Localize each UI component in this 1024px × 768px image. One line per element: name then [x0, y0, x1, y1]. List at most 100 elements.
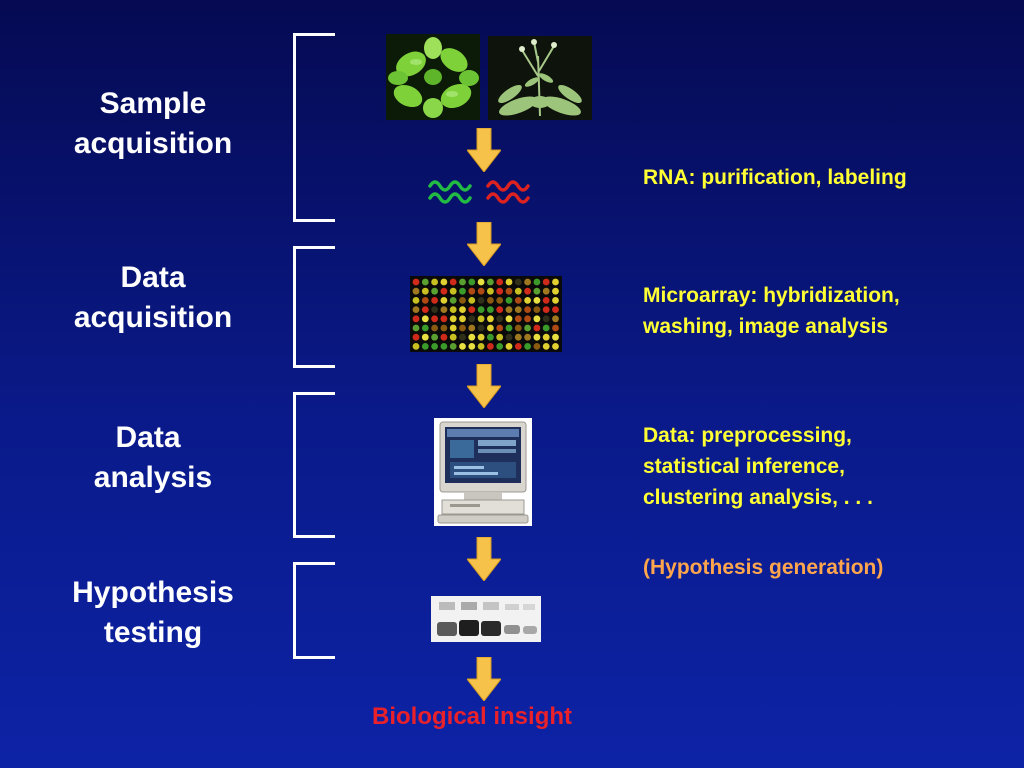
stage-line: Data [115, 421, 181, 454]
down-arrow-icon [467, 537, 501, 581]
microarray-spot [440, 315, 448, 323]
microarray-spot [468, 343, 476, 350]
note-line: RNA: purification, labeling [643, 166, 907, 189]
note-line: Data: preprocessing, [643, 424, 852, 447]
microarray-spot [542, 306, 550, 313]
microarray-spot [468, 287, 476, 295]
microarray-spot [477, 333, 485, 341]
microarray-spot [459, 343, 466, 350]
microarray-spot [487, 315, 494, 323]
microarray-spot [487, 297, 494, 304]
microarray-spot [514, 287, 522, 295]
microarray-spot [431, 333, 438, 341]
note-line: Microarray: hybridization, [643, 284, 900, 307]
microarray-spot [542, 315, 550, 323]
microarray-spot [440, 306, 448, 313]
microarray-spot [514, 278, 522, 286]
computer-workstation-image [434, 418, 532, 526]
microarray-spot [477, 343, 485, 350]
microarray-spot [459, 315, 466, 323]
stage-bracket-data-acquisition [293, 246, 335, 368]
microarray-spot [431, 287, 438, 295]
microarray-spot [524, 287, 531, 295]
rna-wave-icon [428, 180, 530, 204]
microarray-spot [505, 287, 513, 295]
microarray-spot [533, 287, 541, 295]
microarray-spot [505, 333, 513, 341]
microarray-spot [412, 333, 420, 341]
bolting-plant-photo [488, 36, 592, 120]
microarray-spot [542, 333, 550, 341]
microarray-spot [431, 315, 438, 323]
microarray-spot [468, 315, 476, 323]
microarray-spot [524, 278, 531, 286]
microarray-spot [524, 315, 531, 323]
microarray-spot [459, 278, 466, 286]
microarray-spot [505, 315, 513, 323]
microarray-spot [449, 306, 457, 313]
microarray-spot [505, 278, 513, 286]
note-line: washing, image analysis [643, 315, 889, 338]
microarray-spot [449, 315, 457, 323]
microarray-spot [421, 278, 429, 286]
microarray-spot [412, 315, 420, 323]
microarray-spot [533, 306, 541, 313]
stage-label-data-analysis: Data analysis [33, 418, 273, 498]
microarray-spot [487, 333, 494, 341]
note-hypothesis-generation: (Hypothesis generation) [643, 552, 883, 583]
microarray-spot [496, 333, 504, 341]
microarray-spot [449, 287, 457, 295]
microarray-spot [468, 333, 476, 341]
microarray-spot [524, 343, 531, 350]
note-microarray: Microarray: hybridization, washing, imag… [643, 280, 900, 342]
microarray-spot [487, 278, 494, 286]
microarray-spot [477, 297, 485, 304]
microarray-spot [412, 278, 420, 286]
microarray-spot [431, 297, 438, 304]
microarray-spot [412, 324, 420, 332]
microarray-spot [449, 297, 457, 304]
microarray-spot [514, 343, 522, 350]
microarray-spot [552, 287, 559, 295]
microarray-spot [468, 297, 476, 304]
microarray-spot [524, 306, 531, 313]
microarray-spot [533, 297, 541, 304]
microarray-spot [514, 297, 522, 304]
microarray-spot [514, 306, 522, 313]
microarray-spot [459, 287, 466, 295]
microarray-spot [505, 343, 513, 350]
microarray-spot [542, 343, 550, 350]
microarray-spot [505, 297, 513, 304]
microarray-spot [533, 315, 541, 323]
microarray-spot [459, 324, 466, 332]
microarray-spot [459, 333, 466, 341]
microarray-spot [552, 333, 559, 341]
microarray-spot [542, 278, 550, 286]
microarray-spot [505, 324, 513, 332]
microarray-spot [421, 287, 429, 295]
stage-line: Hypothesis [72, 576, 234, 609]
down-arrow-icon [467, 128, 501, 172]
microarray-spot [552, 306, 559, 313]
stage-line: analysis [93, 461, 213, 494]
microarray-spot [524, 297, 531, 304]
microarray-spot [421, 297, 429, 304]
plant-photo [386, 34, 480, 120]
microarray-spot [533, 333, 541, 341]
stage-line: Sample [99, 87, 207, 120]
stage-line: testing [103, 616, 203, 649]
microarray-spot [468, 306, 476, 313]
microarray-spot [477, 315, 485, 323]
microarray-spot [412, 306, 420, 313]
microarray-spot [421, 315, 429, 323]
note-data-processing: Data: preprocessing, statistical inferen… [643, 420, 873, 513]
microarray-spot [459, 306, 466, 313]
microarray-spot [468, 324, 476, 332]
microarray-spot [431, 324, 438, 332]
microarray-spot [468, 278, 476, 286]
microarray-spot [459, 297, 466, 304]
microarray-spot [542, 324, 550, 332]
microarray-spot [533, 278, 541, 286]
microarray-image [410, 276, 562, 352]
note-line: (Hypothesis generation) [643, 556, 884, 579]
